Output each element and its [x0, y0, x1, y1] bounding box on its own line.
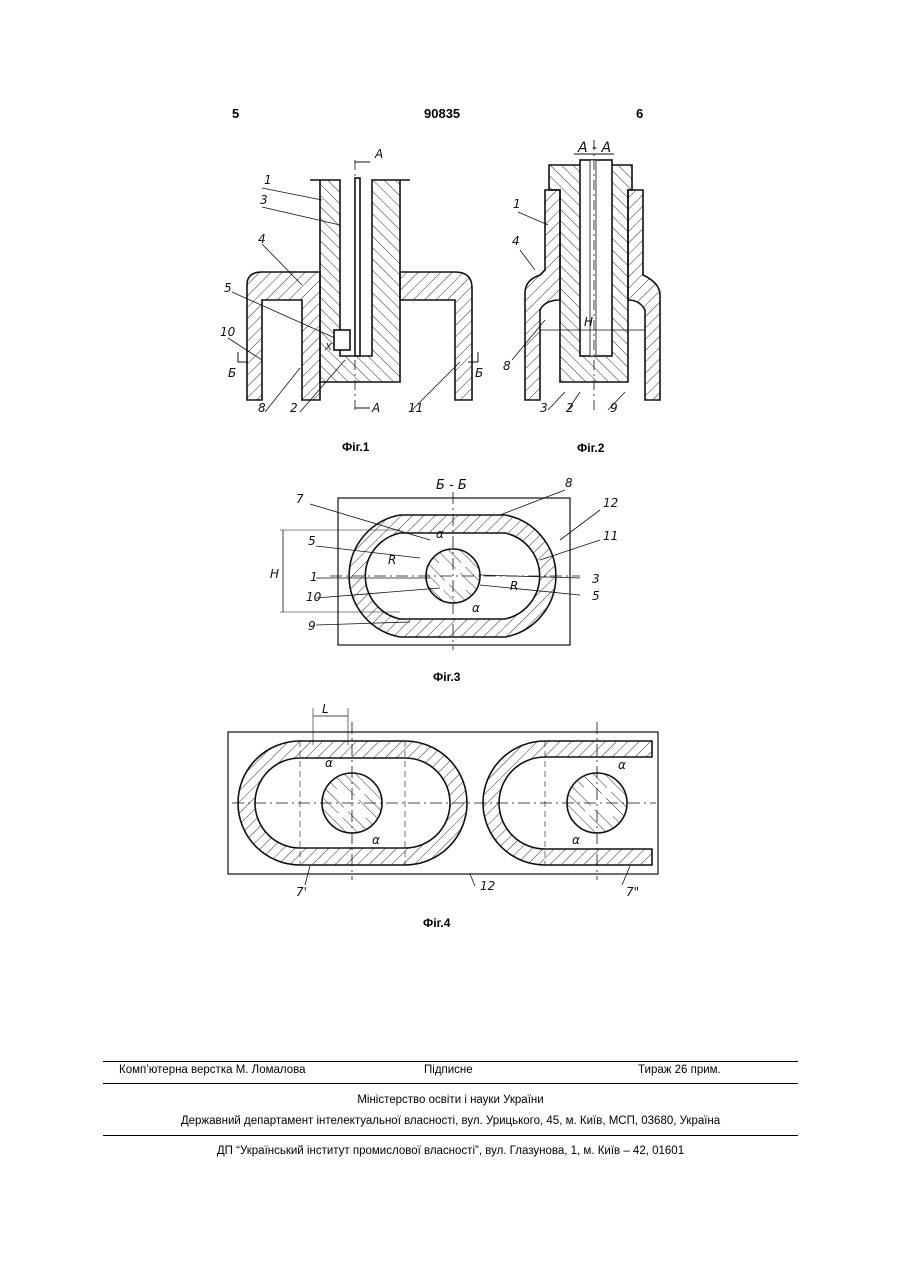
fig1-label-1: 1 — [264, 173, 272, 187]
fig3-label-9: 9 — [308, 619, 316, 633]
figure-3-caption: Фіг.3 — [433, 670, 460, 684]
footer-rule-bottom — [103, 1135, 798, 1136]
technical-drawings: 1 3 4 5 10 Б Б 8 2 А А 11 X А - А — [0, 0, 901, 960]
fig2-label-3: 3 — [540, 401, 548, 415]
fig1-label-3: 3 — [260, 193, 268, 207]
footer-circulation: Тираж 26 прим. — [638, 1064, 721, 1076]
fig4-label-alpha-3: α — [618, 758, 626, 772]
figure-4-drawing — [228, 708, 658, 886]
footer-signed: Підписне — [424, 1064, 473, 1076]
fig4-label-12: 12 — [480, 879, 495, 893]
figure-3-drawing — [280, 490, 600, 650]
fig1-label-b-left: Б — [228, 366, 236, 380]
fig2-label-2: 2 — [566, 401, 574, 415]
fig2-label-9: 9 — [610, 401, 618, 415]
fig2-label-4: 4 — [512, 234, 520, 248]
fig1-label-x: X — [324, 342, 333, 353]
fig2-label-8: 8 — [503, 359, 511, 373]
fig3-label-11: 11 — [603, 529, 618, 543]
fig3-label-8: 8 — [565, 476, 573, 490]
fig1-label-a-bottom: А — [371, 401, 380, 415]
fig4-label-l: L — [322, 702, 329, 716]
fig4-label-7-prime: 7' — [296, 885, 307, 899]
fig3-label-1: 1 — [310, 570, 318, 584]
fig3-label-3: 3 — [592, 572, 600, 586]
fig1-label-10: 10 — [220, 325, 236, 339]
fig1-label-4: 4 — [258, 232, 266, 246]
fig2-label-1: 1 — [513, 197, 521, 211]
fig1-label-b-right: Б — [475, 366, 483, 380]
fig4-label-alpha-2: α — [372, 833, 380, 847]
fig4-label-alpha-4: α — [572, 833, 580, 847]
footer-department: Державний департамент інтелектуальної вл… — [103, 1115, 798, 1127]
fig3-label-7: 7 — [296, 492, 304, 506]
figure-2-drawing — [512, 140, 660, 410]
footer-layout-credit: Комп’ютерна верстка М. Ломалова — [119, 1064, 306, 1076]
fig1-label-2: 2 — [290, 401, 298, 415]
fig3-label-r-left: R — [388, 553, 396, 567]
fig3-label-h: H — [270, 567, 279, 581]
fig3-label-10: 10 — [306, 590, 322, 604]
fig3-label-5-bottom: 5 — [592, 589, 600, 603]
fig3-label-12: 12 — [603, 496, 618, 510]
fig3-label-5-top: 5 — [308, 534, 316, 548]
fig2-label-h: H — [584, 315, 593, 329]
fig4-label-7-double-prime: 7" — [626, 885, 639, 899]
fig3-section-title: Б - Б — [436, 478, 467, 493]
fig3-label-alpha-top: α — [436, 527, 444, 541]
fig3-label-r-right: R — [510, 579, 518, 593]
fig1-label-11: 11 — [408, 401, 423, 415]
fig2-section-title: А - А — [577, 140, 611, 156]
fig1-label-a-top: А — [374, 147, 383, 161]
footer-rule-top — [103, 1061, 798, 1062]
figure-2-caption: Фіг.2 — [577, 441, 604, 455]
footer-institute: ДП “Український інститут промислової вла… — [103, 1145, 798, 1157]
figure-4-caption: Фіг.4 — [423, 916, 450, 930]
figure-1-caption: Фіг.1 — [342, 440, 369, 454]
footer-rule-middle — [103, 1083, 798, 1084]
fig1-label-8: 8 — [258, 401, 266, 415]
fig1-label-5: 5 — [224, 281, 232, 295]
fig3-label-alpha-bottom: α — [472, 601, 480, 615]
footer-ministry: Міністерство освіти і науки України — [103, 1094, 798, 1106]
fig4-label-alpha-1: α — [325, 756, 333, 770]
